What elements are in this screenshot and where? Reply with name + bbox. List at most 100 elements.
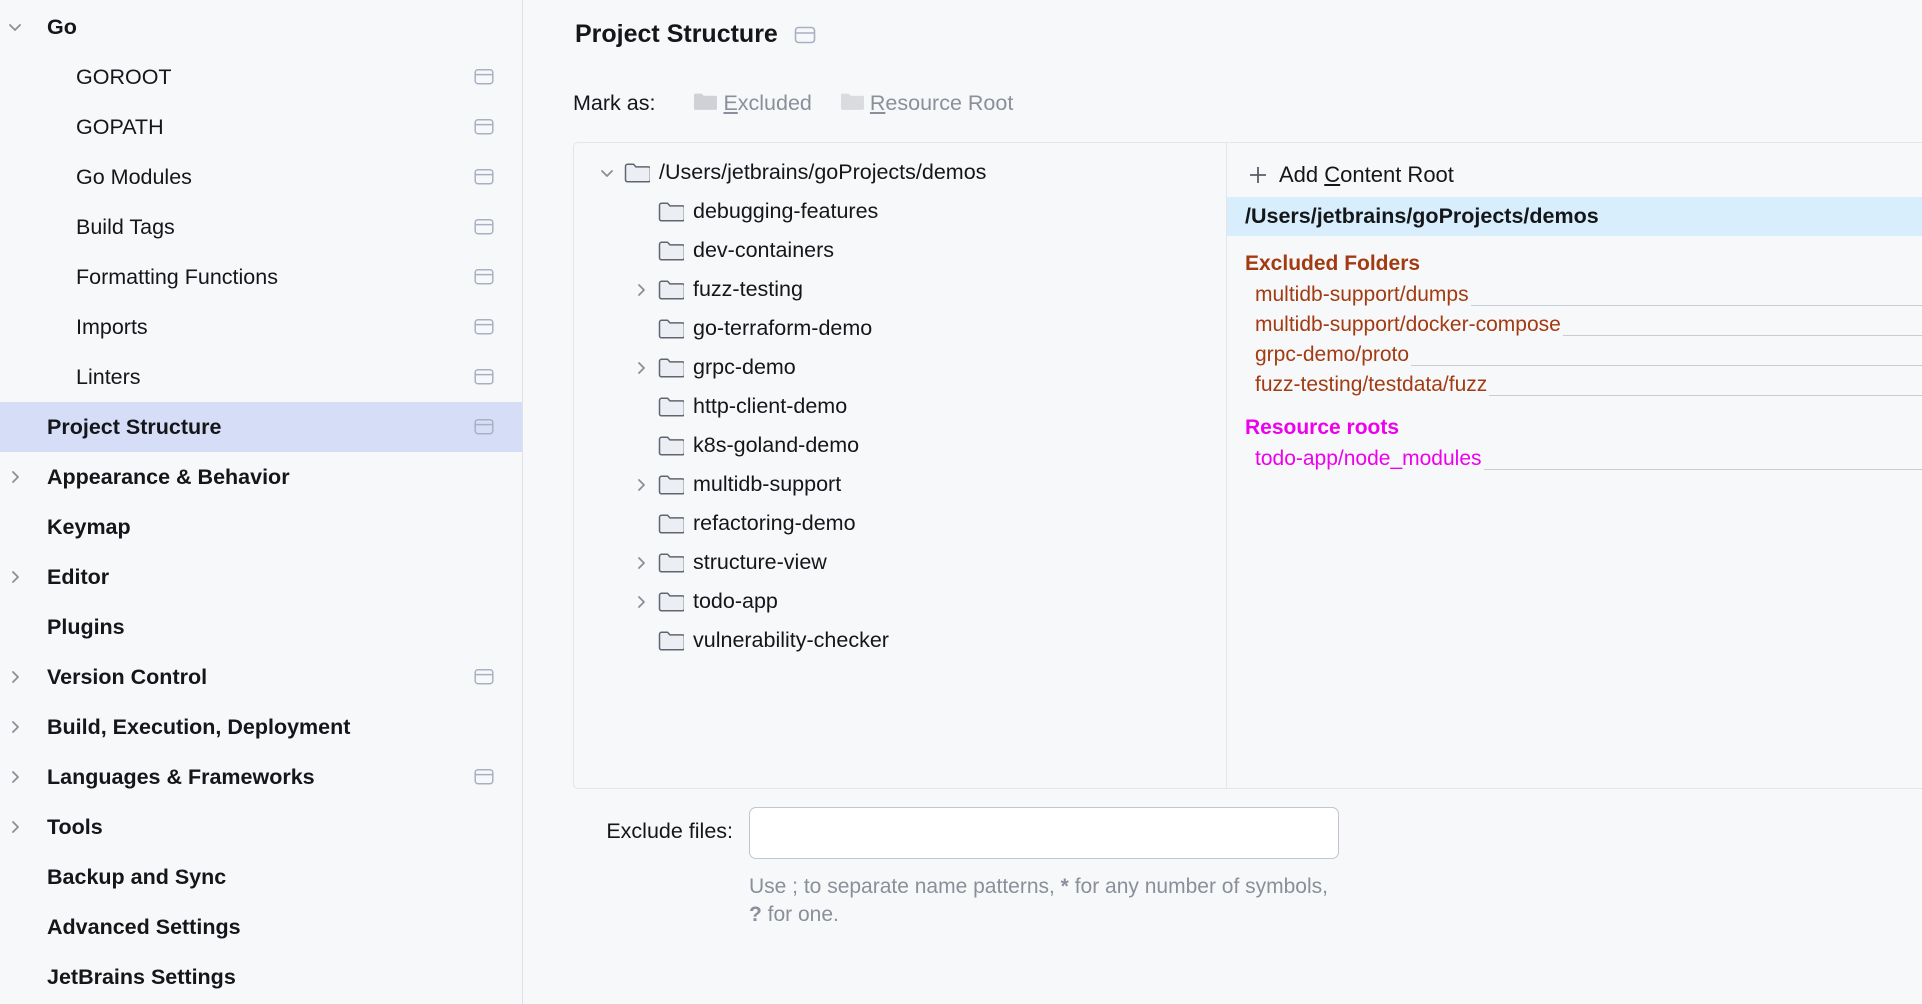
settings-sync-badge-icon [474, 268, 494, 286]
tree-row[interactable]: refactoring-demo [574, 504, 1226, 543]
tree-row[interactable]: todo-app [574, 582, 1226, 621]
tree-row[interactable]: dev-containers [574, 231, 1226, 270]
tree-item-label: go-terraform-demo [693, 316, 873, 340]
tree-row[interactable]: k8s-goland-demo [574, 426, 1226, 465]
sidebar-item-label: Project Structure [47, 414, 222, 439]
tree-item-label: grpc-demo [693, 355, 796, 379]
sidebar-item-label: Editor [47, 564, 110, 589]
sidebar-item-advanced-settings[interactable]: Advanced Settings [0, 902, 522, 952]
tree-row-content: dev-containers [624, 238, 834, 263]
sidebar-item-project-structure[interactable]: Project Structure [0, 402, 522, 452]
sidebar-item-build-execution-deployment[interactable]: Build, Execution, Deployment [0, 702, 522, 752]
sidebar-item-label: Languages & Frameworks [47, 764, 315, 789]
tree-row[interactable]: grpc-demo [574, 348, 1226, 387]
chevron-right-icon[interactable] [624, 475, 658, 495]
folder-icon [658, 591, 684, 612]
path-row[interactable]: todo-app/node_modules [1227, 444, 1922, 474]
tree-row-content: go-terraform-demo [624, 316, 872, 341]
excluded-folders-title: Excluded Folders [1245, 252, 1421, 275]
sidebar-item-goroot[interactable]: GOROOT [0, 52, 522, 102]
exclude-files-label: Exclude files: [606, 819, 733, 843]
add-content-root-button[interactable]: Add Content Root [1227, 153, 1922, 197]
mark-as-label: Mark as: [573, 91, 656, 115]
add-content-root-label: Add Content Root [1279, 162, 1454, 187]
folder-icon [658, 201, 684, 222]
wildcard-question: ? [749, 903, 762, 927]
chevron-right-icon[interactable] [624, 553, 658, 573]
sidebar-item-go-modules[interactable]: Go Modules [0, 152, 522, 202]
excluded-folders-list: multidb-support/dumps multidb-support/doc… [1227, 280, 1922, 400]
chevron-right-icon[interactable] [624, 592, 658, 612]
tree-row[interactable]: vulnerability-checker [574, 621, 1226, 660]
tree-row[interactable]: go-terraform-demo [574, 309, 1226, 348]
path-label: todo-app/node_modules [1255, 447, 1482, 470]
path-separator-rule [1562, 335, 1922, 336]
page-title-row: Project Structure [575, 20, 1922, 49]
folder-icon [658, 513, 684, 534]
sidebar-item-go[interactable]: Go [0, 2, 522, 52]
folder-icon [658, 318, 684, 339]
sidebar-item-editor[interactable]: Editor [0, 552, 522, 602]
folder-icon [658, 357, 684, 378]
tree-row[interactable]: debugging-features [574, 192, 1226, 231]
mark-as-row: Mark as: Excluded Resource Root [573, 91, 1922, 116]
folder-icon [658, 396, 684, 417]
sidebar-item-imports[interactable]: Imports [0, 302, 522, 352]
exclude-files-right: Use ; to separate name patterns, * for a… [749, 807, 1339, 930]
settings-sync-badge-icon [474, 118, 494, 136]
sidebar-item-label: Go [47, 14, 77, 39]
tree-row-content: structure-view [624, 550, 827, 575]
sidebar-item-jetbrains-settings[interactable]: JetBrains Settings [0, 952, 522, 1002]
exclude-files-hint: Use ; to separate name patterns, * for a… [749, 875, 1328, 927]
folder-icon [658, 552, 684, 573]
sidebar-item-appearance-behavior[interactable]: Appearance & Behavior [0, 452, 522, 502]
chevron-right-icon [0, 717, 30, 737]
folder-gray-icon [693, 92, 718, 116]
badge-placeholder [474, 518, 494, 536]
mark-as-resource-root-button[interactable]: Resource Root [840, 91, 1013, 116]
tree-row-content: /Users/jetbrains/goProjects/demos [590, 160, 986, 185]
sidebar-item-gopath[interactable]: GOPATH [0, 102, 522, 152]
sidebar-item-label: Go Modules [76, 164, 192, 189]
sidebar-item-label: Appearance & Behavior [47, 464, 290, 489]
folder-gray-icon [840, 92, 864, 116]
resource-roots-list: todo-app/node_modules [1227, 444, 1922, 474]
page-title: Project Structure [575, 20, 778, 48]
project-file-tree[interactable]: /Users/jetbrains/goProjects/demos debuggi… [574, 143, 1227, 788]
sidebar-item-tools[interactable]: Tools [0, 802, 522, 852]
exclude-files-input[interactable] [749, 807, 1339, 859]
path-row[interactable]: multidb-support/dumps [1227, 280, 1922, 310]
chevron-right-icon[interactable] [624, 358, 658, 378]
sidebar-item-label: JetBrains Settings [47, 964, 236, 989]
sidebar-item-backup-and-sync[interactable]: Backup and Sync [0, 852, 522, 902]
sidebar-item-label: Keymap [47, 514, 131, 539]
chevron-right-icon[interactable] [624, 280, 658, 300]
sidebar-item-version-control[interactable]: Version Control [0, 652, 522, 702]
folder-icon [658, 630, 684, 651]
path-row[interactable]: fuzz-testing/testdata/fuzz [1227, 370, 1922, 400]
chevron-down-icon[interactable] [590, 163, 624, 183]
sidebar-item-languages-frameworks[interactable]: Languages & Frameworks [0, 752, 522, 802]
sidebar-item-keymap[interactable]: Keymap [0, 502, 522, 552]
mark-as-excluded-button[interactable]: Excluded [693, 91, 812, 116]
wildcard-star: * [1060, 875, 1069, 898]
plus-icon [1245, 163, 1271, 187]
path-row[interactable]: grpc-demo/proto [1227, 340, 1922, 370]
tree-row[interactable]: /Users/jetbrains/goProjects/demos [574, 153, 1226, 192]
chevron-right-icon [0, 567, 30, 587]
chevron-right-icon [0, 467, 30, 487]
tree-row-content: fuzz-testing [624, 277, 803, 302]
sidebar-item-linters[interactable]: Linters [0, 352, 522, 402]
tree-row[interactable]: structure-view [574, 543, 1226, 582]
content-root-header[interactable]: /Users/jetbrains/goProjects/demos [1227, 197, 1922, 236]
sidebar-item-plugins[interactable]: Plugins [0, 602, 522, 652]
tree-row[interactable]: multidb-support [574, 465, 1226, 504]
path-label: multidb-support/docker-compose [1255, 313, 1561, 336]
path-row[interactable]: multidb-support/docker-compose [1227, 310, 1922, 340]
tree-row[interactable]: http-client-demo [574, 387, 1226, 426]
sidebar-item-build-tags[interactable]: Build Tags [0, 202, 522, 252]
sidebar-item-formatting-functions[interactable]: Formatting Functions [0, 252, 522, 302]
tree-row[interactable]: fuzz-testing [574, 270, 1226, 309]
chevron-down-icon [0, 17, 30, 37]
